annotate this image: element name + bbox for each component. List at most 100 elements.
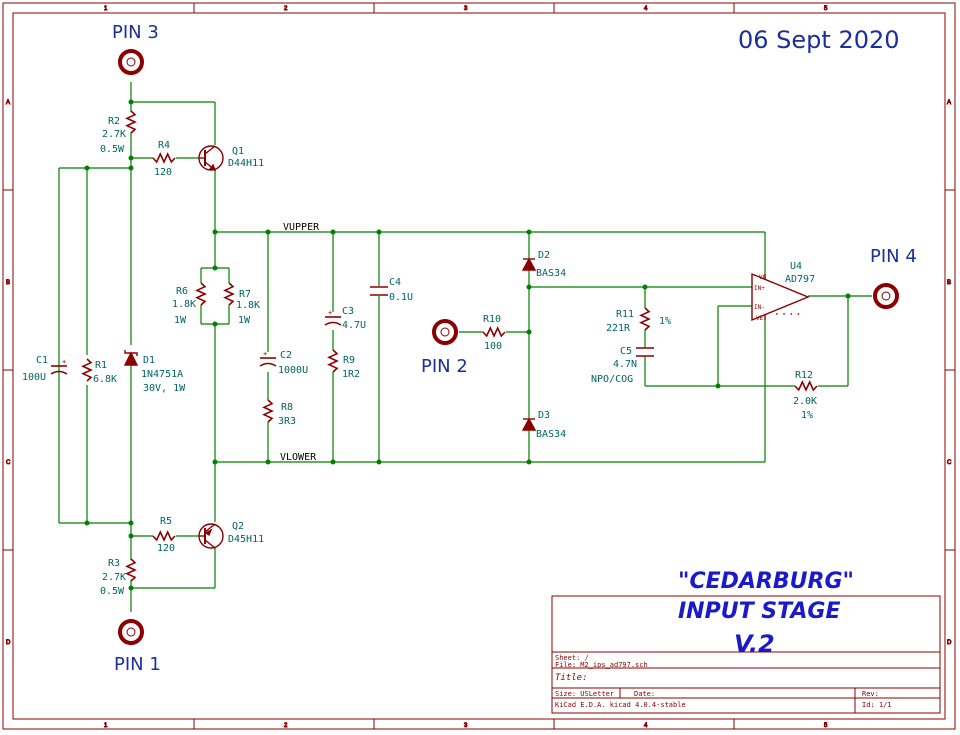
border-column-label: 3 [464,723,468,729]
pin1-connector [118,619,144,645]
junction-dot [128,165,134,171]
r2-value: 2.7K [102,129,126,140]
r12-symbol [794,380,818,392]
svg-text:+: + [263,350,267,358]
junction-dot [526,229,532,235]
r1-ref: R1 [95,360,107,371]
junction-dot [128,520,134,526]
net-vlower: VLOWER [280,452,317,463]
title-line-1: "CEDARBURG" [678,569,854,594]
c2-ref: C2 [280,350,292,361]
u4-ref: U4 [790,261,802,272]
opamp-u4 [751,272,810,322]
c1-ref: C1 [36,355,48,366]
q1-symbol [198,145,224,171]
title-line-2: INPUT STAGE [678,599,841,624]
svg-text:VE: VE [756,315,764,322]
svg-text:VC: VC [759,274,767,281]
r7-symbol [223,282,235,306]
junction-dot [128,155,134,161]
d2-value: BAS34 [536,268,566,279]
border-row-label: D [947,640,952,646]
r7-rating: 1W [238,315,251,326]
c1-value: 100U [22,372,46,383]
r4-symbol [152,152,176,164]
c4-ref: C4 [389,277,401,288]
border-row-label: C [6,460,11,466]
svg-text:∙ ∙ ∙ ∙: ∙ ∙ ∙ ∙ [775,311,800,318]
d1-ref: D1 [143,355,155,366]
r12-tol: 1% [801,410,813,421]
junction-dot [265,459,271,465]
q2-symbol [198,523,224,549]
r10-value: 100 [484,341,502,352]
resistors [81,110,818,582]
junction-dot [128,533,134,539]
c1-symbol [50,365,68,375]
tb-date: Date: [634,690,655,698]
c2-symbol [259,357,277,367]
junction-dot [212,459,218,465]
r5-symbol [152,530,176,542]
svg-text:IN+: IN+ [754,285,765,292]
r2-rating: 0.5W [100,144,125,155]
title-block [551,595,941,714]
r6-ref: R6 [176,286,188,297]
tb-sheet: Sheet: / [555,654,589,662]
tb-title: Title: [555,673,588,683]
net-vupper: VUPPER [283,222,320,233]
c2-value: 1000U [278,365,308,376]
tb-id: Id: 1/1 [862,701,892,709]
svg-text:+: + [328,309,332,317]
junction-dot [845,293,851,299]
r8-value: 3R3 [278,416,296,427]
junction-dot [128,585,134,591]
wires [58,82,872,612]
c3-ref: C3 [342,306,354,317]
tb-file: File: M2_ips_ad797.sch [555,661,648,669]
c4-symbol [370,286,388,296]
r3-rating: 0.5W [100,586,125,597]
junction-dot [265,229,271,235]
junction-dot [128,99,134,105]
junction-dot [715,383,721,389]
r6-value: 1.8K [172,299,196,310]
r2-symbol [125,110,137,134]
border-row-label: B [947,280,951,286]
r3-ref: R3 [108,558,120,569]
r3-symbol [125,558,137,582]
r5-value: 120 [157,543,175,554]
svg-text:IN-: IN- [754,304,765,311]
junction-dot [526,284,532,290]
border-column-label: 1 [104,6,108,12]
junction-dot [212,229,218,235]
r7-ref: R7 [239,289,251,300]
junction-dot [330,459,336,465]
border-row-label: A [947,100,951,106]
border-column-label: 3 [464,6,468,12]
border-row-label: B [6,280,10,286]
u4-value: AD797 [785,274,815,285]
junction-dot [84,165,90,171]
junction-dot [376,459,382,465]
junction-dot [84,520,90,526]
junction-dot [526,329,532,335]
c4-value: 0.1U [389,292,413,303]
c5-symbol [636,347,654,357]
r6-symbol [195,282,207,306]
d3-ref: D3 [538,410,550,421]
c3-value: 4.7U [342,320,366,331]
tb-rev: Rev: [862,690,879,698]
junctions [84,99,851,591]
r11-ref: R11 [616,309,634,320]
border-column-label: 5 [824,723,828,729]
junction-dot [376,229,382,235]
junction-dot [642,284,648,290]
pin4-connector [873,283,899,309]
d3-symbol [521,417,537,431]
border-column-label: 5 [824,6,828,12]
d2-symbol [521,257,537,271]
diodes [123,257,537,431]
r9-ref: R9 [343,355,355,366]
